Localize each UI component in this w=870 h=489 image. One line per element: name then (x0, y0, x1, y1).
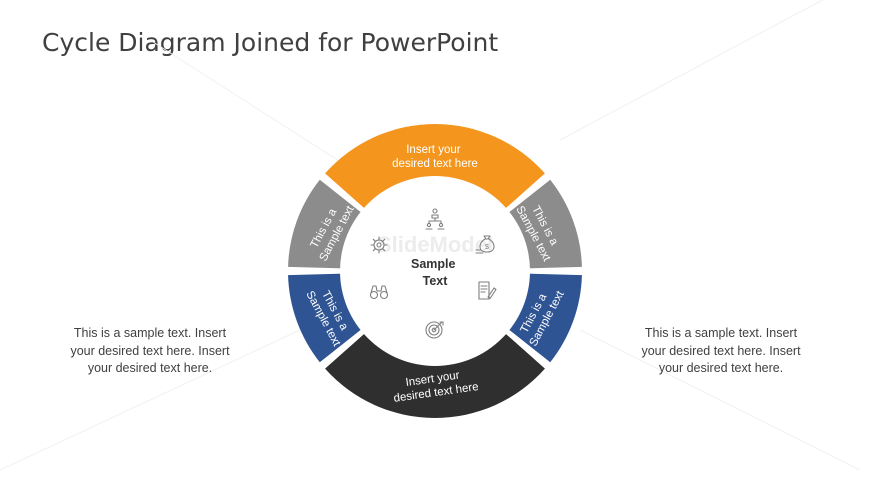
segment-top-label: Insert your desired text here (392, 144, 478, 170)
left-description: This is a sample text. Insert your desir… (40, 325, 260, 378)
slide-title: Cycle Diagram Joined for PowerPoint (42, 28, 499, 57)
money-bag-icon: $ (475, 235, 495, 254)
right-description-line: your desired text here. (658, 361, 784, 375)
center-text: Sample Text (411, 257, 459, 288)
binoculars-icon (369, 285, 389, 300)
svg-text:$: $ (485, 244, 489, 251)
left-description-line: your desired text here. Insert (70, 343, 230, 358)
right-description-line: your desired text here. Insert (641, 343, 801, 358)
document-pen-icon (478, 281, 497, 300)
segment-top (325, 124, 545, 210)
right-description: This is a sample text. Insert your desir… (611, 325, 831, 378)
target-icon (425, 321, 444, 339)
inner-circle (340, 176, 530, 366)
left-description-line: your desired text here. (87, 361, 213, 375)
gear-icon (370, 236, 388, 254)
ring-segments (288, 124, 582, 418)
left-description-line: This is a sample text. Insert (73, 326, 227, 340)
right-description-line: This is a sample text. Insert (644, 326, 798, 340)
segment-bottom (325, 332, 545, 418)
org-chart-icon (425, 208, 445, 230)
watermark: SlideModel (377, 232, 493, 257)
